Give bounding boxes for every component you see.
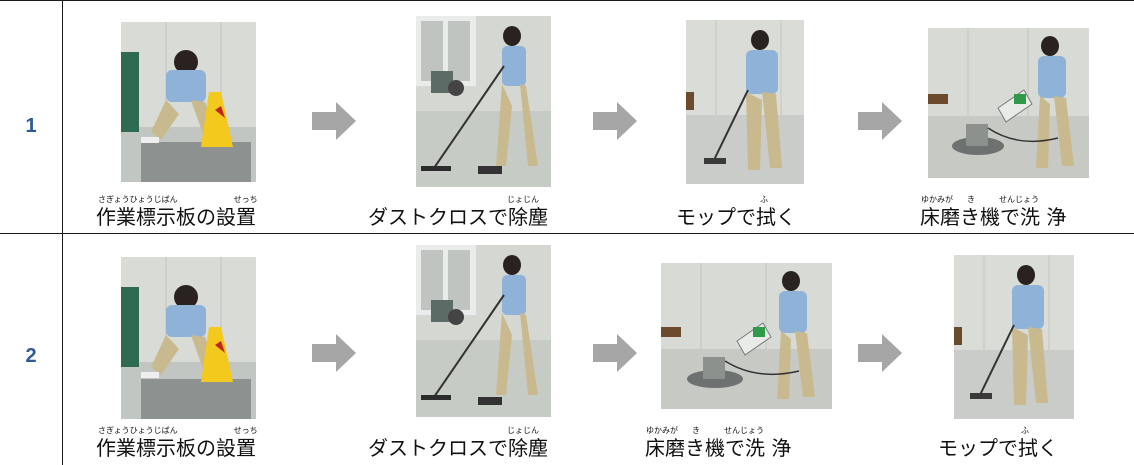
ruby-text: せんじょう — [724, 426, 764, 435]
step-arrow-icon — [593, 102, 637, 140]
caption-ruby: さぎょうひょうじばん せっち — [98, 425, 258, 436]
row-number-1: 1 — [25, 115, 37, 137]
floor-polisher-photo — [928, 28, 1089, 178]
mop-photo — [954, 255, 1074, 419]
step-caption: 作業標示板の設置 — [96, 436, 256, 460]
step-caption: ダストクロスで除塵 — [368, 205, 548, 229]
floor-polisher-photo — [661, 263, 832, 409]
step-caption: 床磨き機で洗 浄 — [645, 436, 792, 460]
ruby-text: せんじょう — [999, 195, 1039, 204]
step-arrow-icon — [593, 334, 637, 372]
ruby-text: き — [967, 195, 975, 204]
ruby-text: さぎょうひょうじばん — [98, 426, 178, 435]
step-caption: 作業標示板の設置 — [96, 205, 256, 229]
ruby-text: せっち — [233, 426, 258, 435]
ruby-text: ふ — [1021, 426, 1029, 435]
sign-placement-photo — [121, 257, 256, 419]
caption-ruby: ゆかみが き せんじょう — [921, 194, 1039, 205]
table-top-border — [0, 0, 1134, 1]
ruby-text: ふ — [760, 195, 768, 204]
ruby-text: せっち — [233, 195, 258, 204]
step-caption: モップで拭く — [676, 205, 796, 229]
ruby-text: じょじん — [507, 426, 539, 435]
step-arrow-icon — [858, 102, 902, 140]
step-caption: モップで拭く — [938, 436, 1058, 460]
step-caption: ダストクロスで除塵 — [368, 436, 548, 460]
caption-ruby: じょじん — [507, 194, 539, 205]
ruby-text: さぎょうひょうじばん — [98, 195, 178, 204]
dust-cloth-photo — [416, 16, 551, 187]
ruby-text: ゆかみが — [646, 426, 678, 435]
row-divider — [0, 233, 1134, 234]
ruby-text: き — [692, 426, 700, 435]
caption-ruby: ふ — [760, 194, 768, 205]
row-number-2: 2 — [25, 345, 37, 367]
step-arrow-icon — [312, 102, 356, 140]
mop-photo — [686, 20, 804, 184]
step-arrow-icon — [858, 334, 902, 372]
ruby-text: じょじん — [507, 195, 539, 204]
number-column-divider — [62, 0, 63, 465]
caption-ruby: さぎょうひょうじばん せっち — [98, 194, 258, 205]
step-caption: 床磨き機で洗 浄 — [920, 205, 1067, 229]
caption-ruby: ゆかみが き せんじょう — [646, 425, 764, 436]
dust-cloth-photo — [416, 245, 551, 417]
caption-ruby: じょじん — [507, 425, 539, 436]
step-arrow-icon — [312, 334, 356, 372]
sign-placement-photo — [121, 22, 256, 182]
caption-ruby: ふ — [1021, 425, 1029, 436]
ruby-text: ゆかみが — [921, 195, 953, 204]
